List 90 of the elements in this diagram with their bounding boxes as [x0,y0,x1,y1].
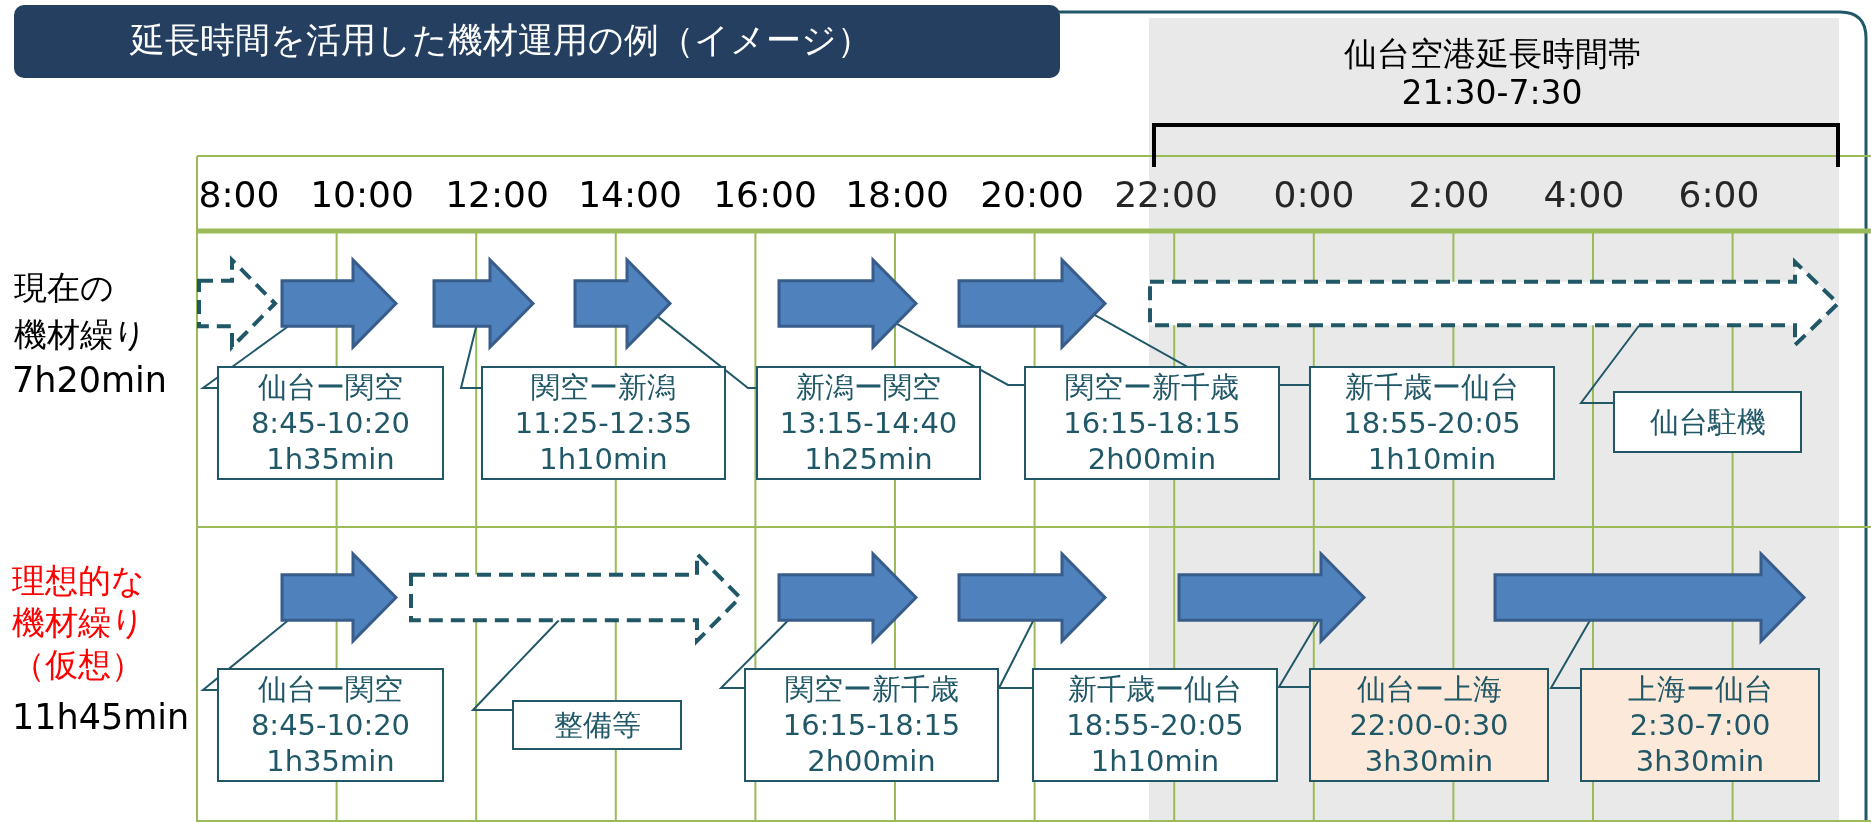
callout-box [481,366,726,480]
row-label: 機材繰り [12,604,145,642]
route-label: 関空ー新潟 [531,369,676,405]
time-label: 10:00 [310,175,414,215]
time-label: 16:00 [713,175,817,215]
time-label: 20:00 [980,175,1084,215]
flight-duration: 1h35min [266,441,395,477]
route-label: 関空ー新千歳 [1065,369,1239,405]
duration-label: 7h20min [12,360,167,400]
route-label: 関空ー新千歳 [784,671,959,707]
time-label: 14:00 [578,175,682,215]
flight-segment [1493,552,1806,643]
route-label: 新千歳ー仙台 [1345,369,1519,405]
leader-line [895,322,1025,386]
leader-line [1277,619,1320,688]
route-label: 新潟ー関空 [796,369,941,405]
flight-time: 2:30-7:00 [1629,707,1771,743]
flight-duration: 1h10min [1367,441,1497,477]
flight-time: 13:15-14:40 [779,405,958,441]
row-label: 理想的な [12,562,145,600]
callout-box [1024,366,1280,480]
flight-duration: 1h10min [539,441,668,477]
leader-line [1549,619,1592,689]
callout-box [1309,668,1549,782]
leader-line [657,315,757,389]
flight-time: 18:55-20:05 [1066,707,1244,743]
callout-box [1309,366,1555,480]
flight-duration: 1h10min [1090,743,1220,779]
callout-box [217,668,444,782]
callout-box [1613,391,1802,453]
flight-duration: 1h25min [804,441,933,477]
leader-line [470,619,560,711]
flight-segment [280,258,398,349]
leader-line [1579,324,1641,404]
callout-box [512,700,682,750]
flight-time: 11:25-12:35 [514,405,693,441]
time-label: 22:00 [1114,175,1218,215]
row-label: 機材繰り [14,316,147,354]
time-label: 8:00 [198,175,280,215]
time-range: 21:30-7:30 [1401,74,1583,112]
leader-line [199,325,290,389]
leader-line [997,619,1035,689]
leader-line [459,325,482,389]
flight-time: 16:15-18:15 [1063,405,1241,441]
time-label: 6:00 [1678,175,1760,215]
callout-box [744,668,999,782]
flight-duration: 3h30min [1364,743,1494,779]
callout-text: 仙台駐機 [1649,404,1766,440]
title-text: 延長時間を活用した機材運用の例（イメージ） [130,19,872,61]
flight-duration: 2h00min [1087,441,1217,477]
ground-time-segment [409,552,742,643]
flight-time: 16:15-18:15 [782,707,961,743]
route-label: 仙台ー関空 [258,671,403,707]
route-label: 上海ー仙台 [1627,671,1773,707]
route-label: 新千歳ー仙台 [1068,671,1242,707]
callout-box [1032,668,1278,782]
time-label: 0:00 [1273,175,1355,215]
ground-time-segment [1148,260,1840,347]
flight-segment [957,258,1107,349]
flight-segment [957,552,1107,643]
time-label: 12:00 [445,175,549,215]
flight-segment [280,552,398,643]
time-label: 18:00 [845,175,949,215]
leader-line [200,619,290,691]
callout-box [1580,668,1820,782]
flight-duration: 3h30min [1635,743,1765,779]
band-heading: 仙台空港延長時間帯 [1343,35,1641,73]
callout-box [217,366,444,480]
flight-time: 8:45-10:20 [250,707,411,743]
leader-line [718,619,790,689]
flight-duration: 2h00min [807,743,936,779]
duration-label: 11h45min [12,697,190,737]
flight-segment [777,258,918,349]
flight-segment [432,258,535,349]
flight-segment [1177,552,1366,643]
route-label: 仙台ー関空 [258,369,403,405]
callout-box [756,366,981,480]
row-label: （仮想） [12,646,144,684]
ground-time-segment [197,258,277,349]
flight-time: 18:55-20:05 [1343,405,1521,441]
route-label: 仙台ー上海 [1356,671,1502,707]
flight-time: 22:00-0:30 [1349,707,1509,743]
flight-time: 8:45-10:20 [250,405,411,441]
time-label: 4:00 [1543,175,1625,215]
time-label: 2:00 [1408,175,1490,215]
row-label: 現在の [14,269,114,307]
flight-segment [777,552,918,643]
flight-duration: 1h35min [266,743,395,779]
flight-segment [573,258,672,349]
callout-text: 整備等 [553,707,641,743]
